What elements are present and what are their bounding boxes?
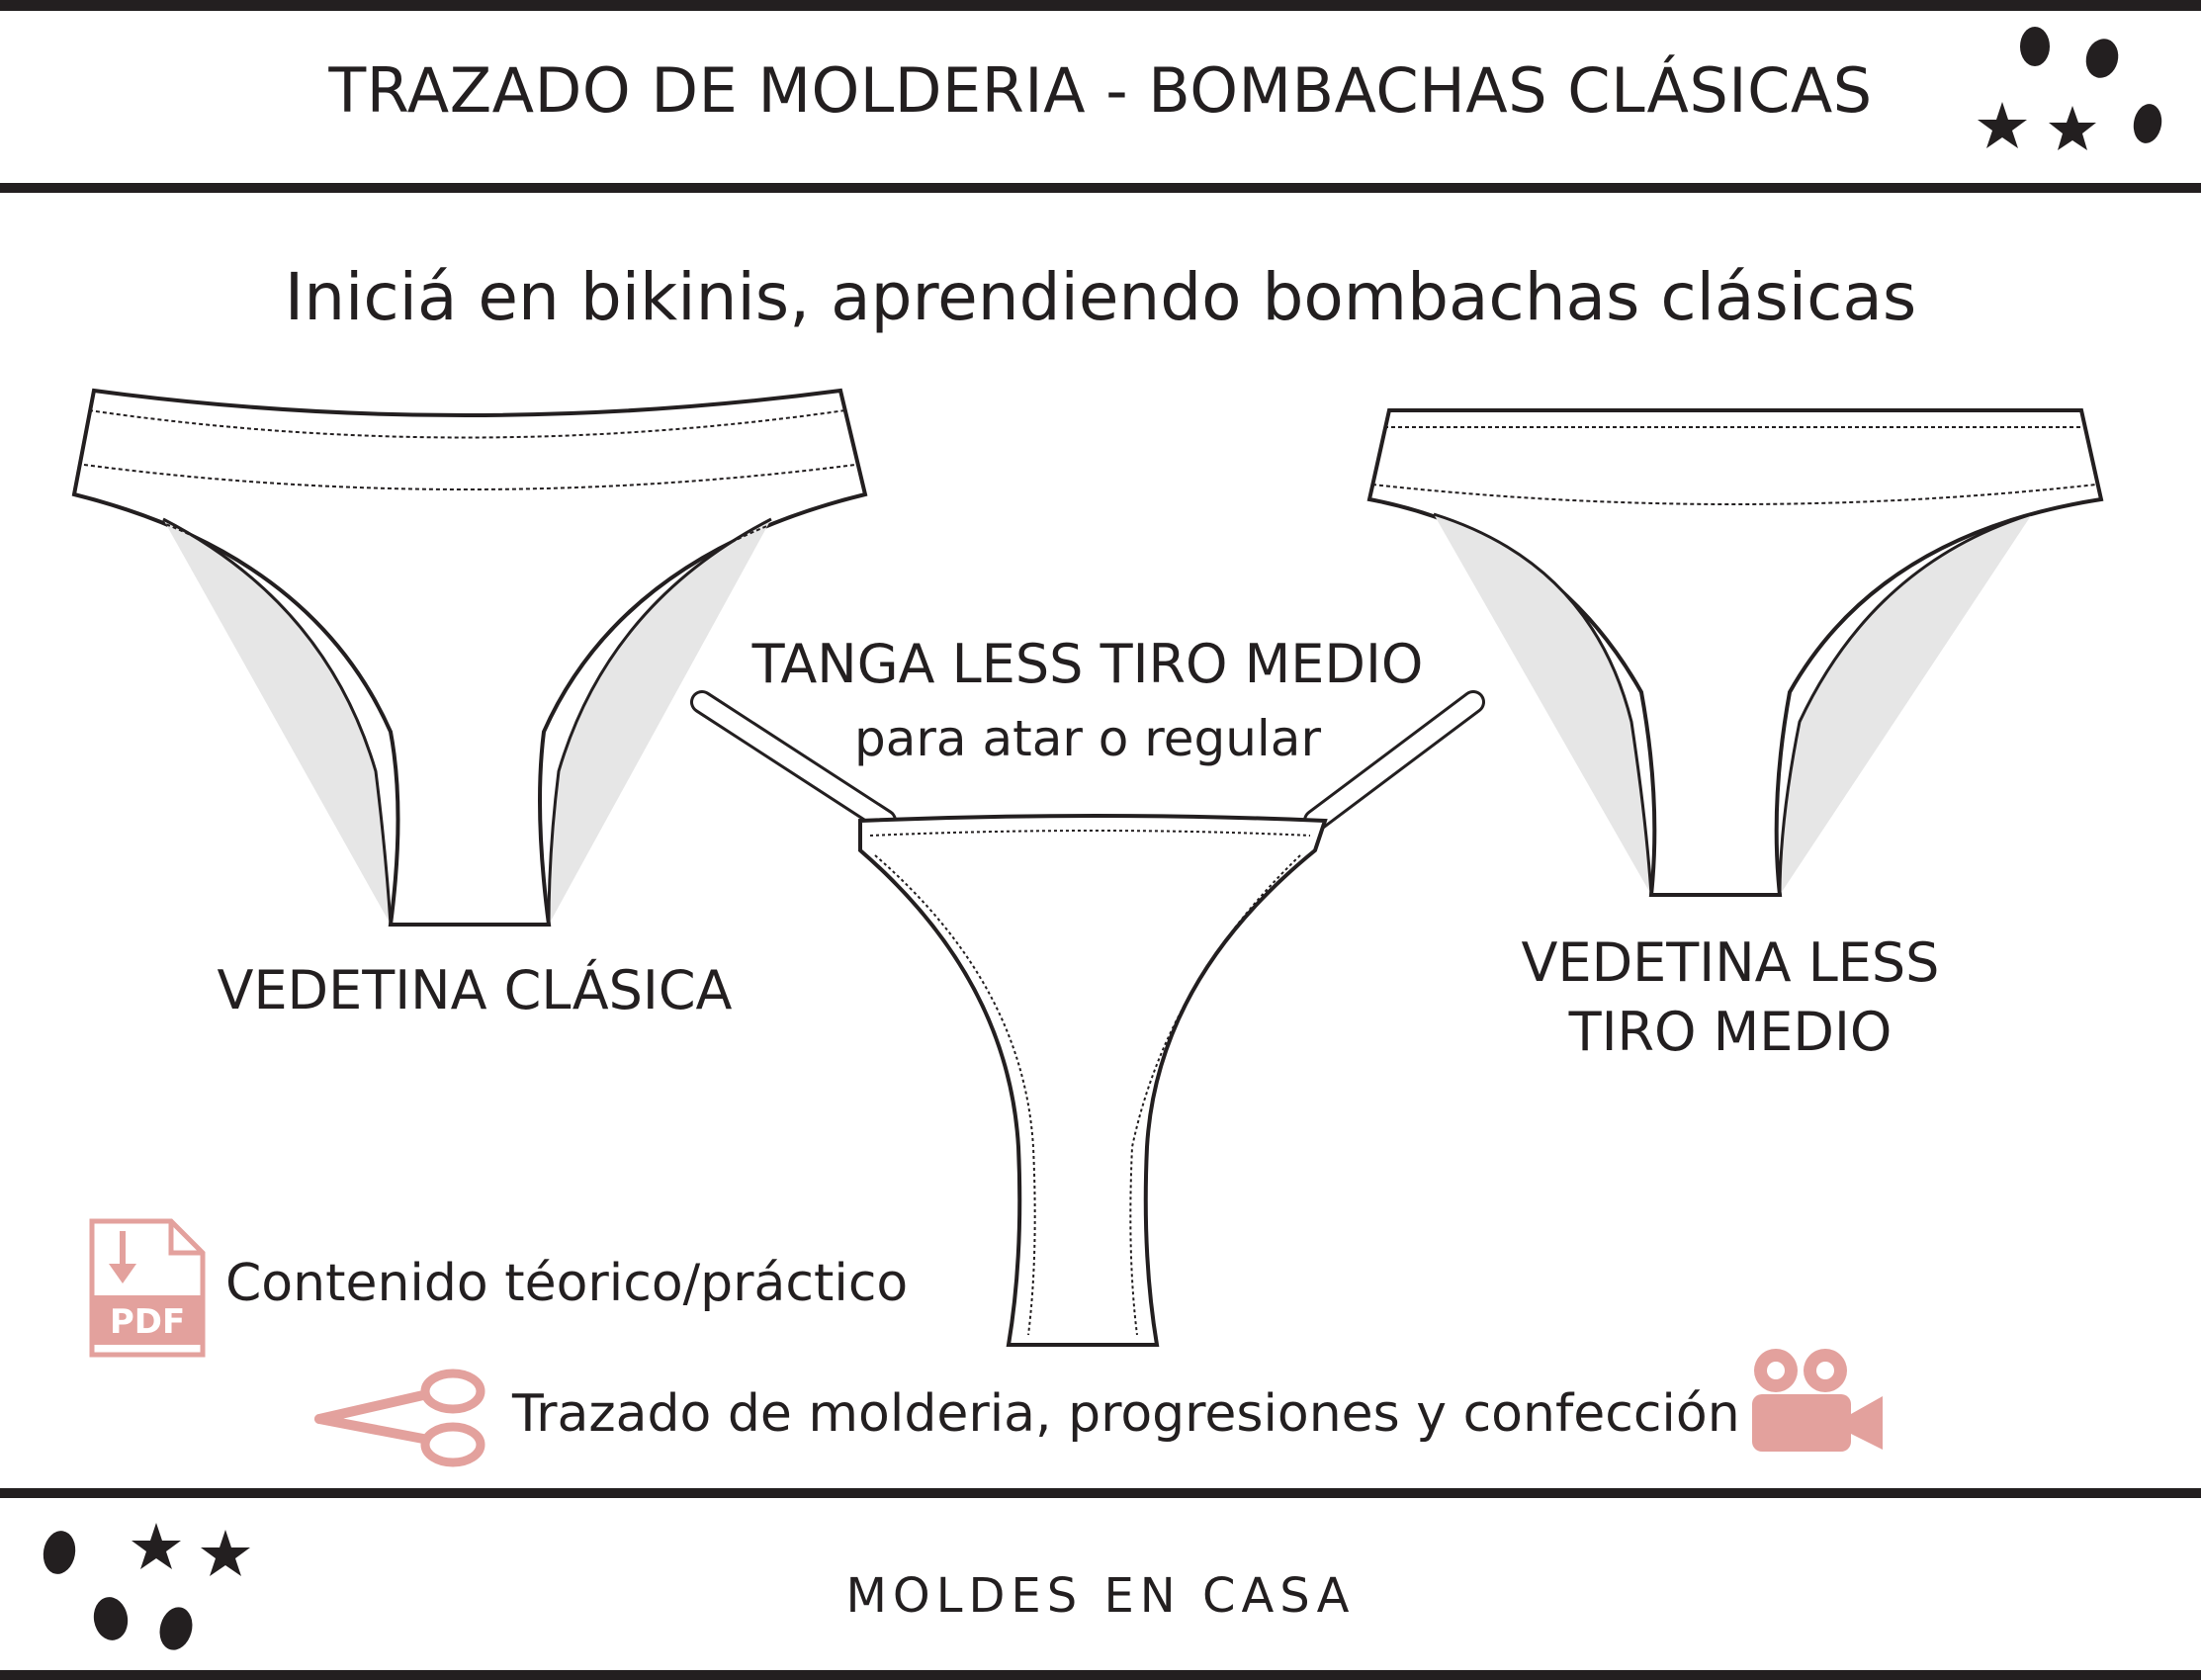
- star-icon: [1978, 102, 2027, 148]
- garment-name-vedetina-clasica: VEDETINA CLÁSICA: [217, 959, 733, 1021]
- footer-brand: MOLDES EN CASA: [845, 1568, 1356, 1624]
- feature-text-trazado: Trazado de molderia, progresiones y conf…: [512, 1384, 1740, 1444]
- pdf-document-icon: PDF: [89, 1218, 206, 1358]
- garment-name-tanga-less: TANGA LESS TIRO MEDIO: [751, 633, 1424, 695]
- star-icon: [201, 1530, 250, 1576]
- pdf-icon-label: PDF: [110, 1302, 185, 1342]
- video-camera-icon: [1752, 1349, 1883, 1452]
- dot-icon: [2133, 104, 2162, 143]
- headline: Iniciá en bikinis, aprendiendo bombachas…: [284, 259, 1917, 335]
- star-icon: [2049, 106, 2096, 150]
- dot-icon: [43, 1531, 76, 1574]
- tanga-less-illustration: [690, 690, 1485, 1347]
- footer-top-rule: [0, 1488, 2201, 1498]
- vedetina-less-illustration: [1366, 408, 2104, 897]
- vedetina-clasica-illustration: [71, 388, 868, 927]
- dot-icon: [159, 1607, 193, 1650]
- decor-dots-stars-bottom: [43, 1523, 250, 1650]
- dot-icon: [2020, 27, 2050, 66]
- top-rule: [0, 0, 2201, 11]
- star-icon: [132, 1523, 181, 1569]
- dot-icon: [2085, 39, 2119, 78]
- scissors-icon: [314, 1369, 485, 1467]
- bottom-rule: [0, 1670, 2201, 1680]
- decor-dots-stars-top: [1978, 27, 2162, 150]
- garment-note-tanga-less: para atar o regular: [853, 710, 1322, 767]
- header-bottom-rule: [0, 183, 2201, 193]
- garment-name-vedetina-less-line1: VEDETINA LESS: [1521, 931, 1940, 994]
- dot-icon: [93, 1597, 129, 1640]
- page-title: TRAZADO DE MOLDERIA - BOMBACHAS CLÁSICAS: [328, 54, 1873, 127]
- feature-text-contenido: Contenido téorico/práctico: [225, 1254, 909, 1313]
- garment-name-vedetina-less-line2: TIRO MEDIO: [1568, 1001, 1893, 1063]
